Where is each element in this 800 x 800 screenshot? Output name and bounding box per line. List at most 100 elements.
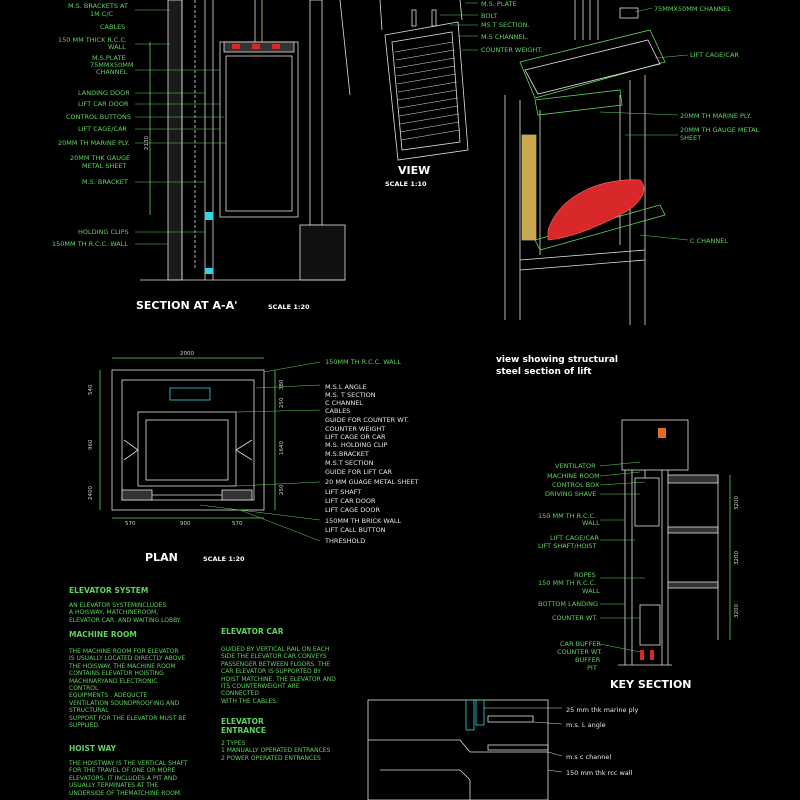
st-label-2: 20MM TH MARINE PLY.: [680, 112, 751, 120]
plan-scale: SCALE 1:20: [203, 555, 245, 563]
detail-label-2: m.s c channel: [566, 753, 611, 761]
elevator-system-text: AN ELEVATOR SYSTEMINCLUDES A HOISWAY, MA…: [69, 602, 182, 624]
machine-room-heading: MACHINE ROOM: [69, 630, 137, 639]
entrance-heading-2: ENTRANCE: [221, 726, 266, 735]
key-dim-2: 3200: [734, 604, 740, 618]
key-labels: VENTILATOR MACHINE ROOM CONTROL BOX DRIV…: [538, 462, 603, 672]
key-label-8: ROPES: [574, 571, 596, 579]
plan-title: PLAN: [145, 551, 178, 564]
plan-label-12: 20 MM GUAGE METAL SHEET: [325, 478, 418, 486]
plan-label-4: CABLES: [325, 407, 350, 415]
sa-label-4: WALL: [108, 43, 126, 51]
plan-dim-8: 250: [279, 397, 285, 408]
key-label-11: BOTTOM LANDING: [538, 600, 598, 608]
detail-leaders: [484, 707, 563, 773]
plan-label-5: GUIDE FOR COUNTER WT.: [325, 416, 409, 424]
view-label-1: BOLT: [481, 12, 497, 20]
plan-labels: 150MM TH R.C.C. WALL M.S.L ANGLE M.S. T …: [324, 358, 418, 545]
view-drawing: [339, 0, 469, 161]
key-label-13: CAR BUFFER: [560, 640, 601, 648]
plan-label-8: M.S. HOLDING CLIP: [325, 441, 388, 449]
plan-label-13: LIFT SHAFT: [325, 488, 361, 496]
key-label-9: 150 MM TH R.C.C.: [538, 579, 596, 587]
entrance-text: 2 TYPES 1 MANUALLY OPERATED ENTRANCES 2 …: [221, 740, 331, 762]
sa-label-16: HOLDING CLIPS: [78, 228, 129, 236]
key-label-1: MACHINE ROOM: [547, 472, 600, 480]
detail-label-3: 150 mm thk rcc wall: [566, 769, 633, 777]
plan-dim-0: 2000: [180, 351, 194, 357]
st-label-0: 75MMX50MM CHANNEL: [654, 5, 731, 13]
plan-label-18: THRESHOLD: [324, 537, 365, 545]
plan-leaders: [199, 361, 321, 542]
key-dims: 3200 3200 3200: [734, 496, 740, 618]
plan-label-14: LIFT CAR DOOR: [325, 497, 376, 505]
plan-dim-4: 570: [125, 521, 136, 527]
sa-label-6: 75MMX50MM: [90, 61, 133, 69]
sa-label-8: LANDING DOOR: [78, 89, 130, 97]
section-aa-title: SECTION AT A-A': [136, 299, 237, 312]
sa-label-14: METAL SHEET: [82, 162, 127, 170]
machine-room-text: THE MACHINE ROOM FOR ELEVATOR IS USUALLY…: [69, 648, 187, 730]
plan-dims: 2000 540 960 2400 570 900 570 380 250 16…: [88, 351, 285, 527]
key-dim-0: 3200: [734, 496, 740, 510]
plan-label-10: M.S.T SECTION: [325, 459, 374, 467]
plan-label-9: M.S.BRACKET: [325, 450, 369, 458]
section-aa-scale: SCALE 1:20: [268, 303, 310, 311]
key-label-6: LIFT CAGE/CAR: [550, 534, 599, 542]
sa-label-7: CHANNEL: [96, 68, 128, 76]
sa-label-15: M.S. BRACKET: [82, 178, 128, 186]
elevator-car-text: GUIDED BY VERTICAL RAIL ON EACH SIDE THE…: [221, 646, 336, 705]
sa-label-3: 150 MM THICK R.C.C.: [58, 36, 127, 44]
elevator-system-heading: ELEVATOR SYSTEM: [69, 586, 149, 595]
hoist-way-text: THE HOISTWAY IS THE VERTICAL SHAFT FOR T…: [69, 760, 188, 797]
detail-label-0: 25 mm thk marine ply: [566, 706, 638, 714]
structural-caption-2: steel section of lift: [496, 367, 592, 377]
view-scale: SCALE 1:10: [385, 180, 427, 188]
plan-dim-7: 380: [279, 379, 285, 390]
sa-label-0: M.S. BRACKETS AT: [68, 2, 128, 10]
section-aa-leaders: [135, 9, 226, 245]
plan-dim-2: 960: [88, 439, 94, 450]
plan-label-7: LIFT CAGE OR CAR: [325, 433, 386, 441]
view-label-4: COUNTER WEIGHT.: [481, 46, 543, 54]
sa-label-9: LIFT CAR DOOR: [78, 100, 129, 108]
plan-dim-5: 900: [180, 521, 191, 527]
view-label-0: M.S. PLATE: [481, 0, 517, 8]
plan-dim-9: 1640: [279, 441, 285, 455]
elevator-car-heading: ELEVATOR CAR: [221, 627, 284, 636]
key-label-12: COUNTER WT.: [552, 614, 598, 622]
sa-label-5: M.S.PLATE: [92, 54, 126, 62]
plan-label-2: M.S. T SECTION: [325, 391, 376, 399]
plan-label-17: LIFT CALL BUTTON: [325, 526, 386, 534]
key-section-drawing: [618, 419, 731, 666]
plan-label-3: C CHANNEL: [325, 399, 363, 407]
key-dim-1: 3200: [734, 551, 740, 565]
key-label-2: CONTROL BOX: [552, 481, 600, 489]
view-leaders: [440, 2, 478, 51]
st-label-4: SHEET: [680, 134, 701, 142]
section-aa-labels: M.S. BRACKETS AT 1M C/C CABLES 150 MM TH…: [52, 2, 133, 248]
entrance-heading-1: ELEVATOR: [221, 717, 264, 726]
st-label-1: LIFT CAGE/CAR: [690, 51, 739, 59]
plan-drawing: [99, 357, 276, 519]
structural-caption-1: view showing structural: [496, 355, 618, 365]
key-label-4: 150 MM TH R.C.C.: [538, 512, 596, 520]
detail-label-1: m.s. L angle: [566, 721, 606, 729]
plan-dim-3: 2400: [88, 486, 94, 500]
plan-label-0: 150MM TH R.C.C. WALL: [325, 358, 401, 366]
view-title: VIEW: [398, 164, 430, 177]
key-label-16: PIT: [587, 664, 597, 672]
sa-label-17: 150MM TH R.C.C. WALL: [52, 240, 128, 248]
section-aa-drawing: [140, 0, 346, 281]
structural-leaders: [599, 7, 689, 241]
car-floor-mat: [547, 179, 645, 241]
plan-label-16: 150MM TH BRICK WALL: [325, 517, 402, 525]
key-label-3: DRIVING SHAVE: [545, 490, 596, 498]
plan-label-6: COUNTER WEIGHT: [325, 425, 385, 433]
key-label-7: LIFT SHAFT/HOIST: [538, 542, 596, 550]
hoist-way-heading: HOIST WAY: [69, 744, 117, 753]
sa-label-13: 20MM THK GAUGE: [70, 154, 130, 162]
view-label-2: MS T SECTION.: [481, 21, 530, 29]
sa-label-2: CABLES: [100, 23, 125, 31]
